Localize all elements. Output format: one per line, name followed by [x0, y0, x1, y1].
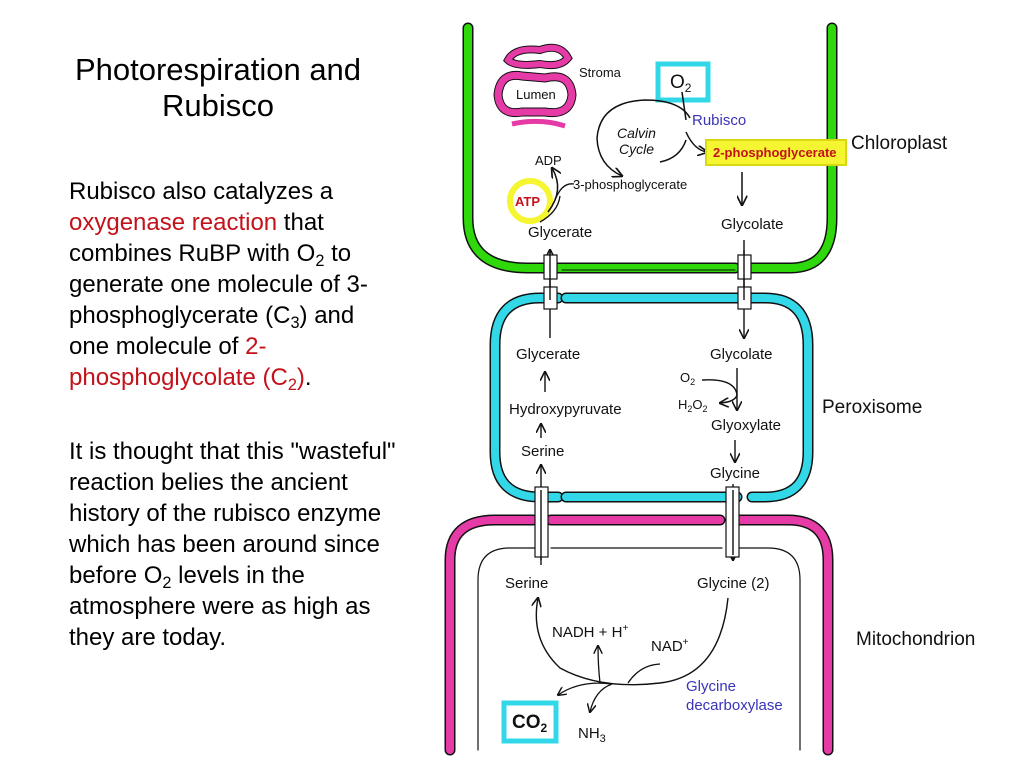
chloroplast-label: Chloroplast: [851, 133, 948, 154]
glycine-decarboxylase-label-2: decarboxylase: [686, 697, 783, 714]
subscript: 2: [287, 375, 297, 394]
text-run: to generate one molecule of 3-phosphogly…: [69, 240, 368, 329]
nad-label: NAD+: [651, 637, 689, 655]
co2-release-arrow: [558, 682, 613, 695]
text-run: .: [304, 364, 312, 391]
chloroplast-membrane: [462, 22, 838, 274]
h2o2-label: H2O2: [678, 397, 708, 414]
serine-mitochondrion-label: Serine: [505, 575, 548, 592]
adp-label: ADP: [535, 153, 562, 168]
phosphoglycolate-highlight-box: [705, 139, 847, 166]
glycolate-peroxisome-label: Glycolate: [710, 346, 773, 363]
text-run: levels in the atmosphere were as high as…: [69, 562, 371, 651]
slide-title: Photorespiration and Rubisco: [74, 52, 362, 123]
atp-adp-arrow: [547, 168, 558, 213]
text-run: that combines RuBP with O: [69, 209, 324, 267]
o2-arrow: [681, 91, 687, 121]
peroxisome-label: Peroxisome: [822, 397, 922, 418]
pga-arrow: [554, 183, 575, 201]
text-run: ) and one molecule of: [69, 302, 355, 360]
nadh-out-arrow: [598, 646, 600, 684]
nadh-label: NADH + H+: [552, 623, 628, 641]
glycerate-chloroplast-label: Glycerate: [528, 224, 592, 241]
hydroxypyruvate-label: Hydroxypyruvate: [509, 401, 622, 418]
mitochondrion-label: Mitochondrion: [856, 629, 975, 650]
pga-label: 3-phosphoglycerate: [573, 177, 687, 192]
lumen-label: Lumen: [516, 87, 556, 102]
glycine2-label: Glycine (2): [697, 575, 770, 592]
subscript: 2: [162, 573, 172, 592]
paragraph-wasteful-reaction: It is thought that this "wasteful" react…: [69, 436, 399, 653]
glyoxylate-label: Glyoxylate: [711, 417, 781, 434]
text-run: Rubisco also catalyzes a: [69, 178, 334, 205]
glycerate-peroxisome-label: Glycerate: [516, 346, 580, 363]
phosphoglycolate-highlight: 2-phosphoglycolate (C: [69, 333, 288, 391]
calvin-label: Calvin: [617, 125, 656, 141]
co2-output-box: [501, 700, 559, 744]
co2-label: CO2: [512, 712, 548, 735]
phosphoglycolate-label: 2-phosphoglycerate: [713, 145, 837, 160]
thylakoid-icon: [493, 43, 577, 129]
calvin-cycle-icon: [596, 99, 691, 176]
peroxisome-membrane: [489, 292, 814, 503]
transport-arrow-lines: [540, 250, 745, 560]
subscript: 3: [290, 313, 300, 332]
oxygenase-reaction-highlight: oxygenase reaction: [69, 209, 278, 236]
serine-peroxisome-label: Serine: [521, 443, 564, 460]
paragraph-oxygenase: Rubisco also catalyzes a oxygenase react…: [69, 176, 399, 393]
cycle-label: Cycle: [619, 141, 654, 157]
atp-circle: [507, 178, 553, 224]
o2-input-label: O2: [670, 72, 692, 95]
nad-in-arrow: [627, 663, 661, 684]
nh3-release-arrow: [590, 683, 613, 712]
nh3-label: NH3: [578, 725, 606, 745]
subscript: 2: [315, 251, 325, 270]
atp-label: ATP: [515, 194, 540, 209]
glycolate-chloroplast-label: Glycolate: [721, 216, 784, 233]
oxidase-arrow: [701, 379, 738, 403]
o2-peroxisome-label: O2: [680, 370, 695, 387]
rubisco-label: Rubisco: [692, 112, 746, 129]
mitochondrion-membrane: [444, 514, 834, 756]
text-run: It is thought that this "wasteful" react…: [69, 438, 396, 589]
glycine-peroxisome-label: Glycine: [710, 465, 760, 482]
glycine-decarboxylase-label-1: Glycine: [686, 678, 736, 695]
glycine-to-serine-arrow: [536, 598, 729, 686]
text-run: ): [296, 364, 305, 391]
rubisco-arrow: [685, 131, 707, 152]
glycerate-atp-arrow: [539, 195, 561, 223]
stroma-label: Stroma: [579, 65, 622, 80]
